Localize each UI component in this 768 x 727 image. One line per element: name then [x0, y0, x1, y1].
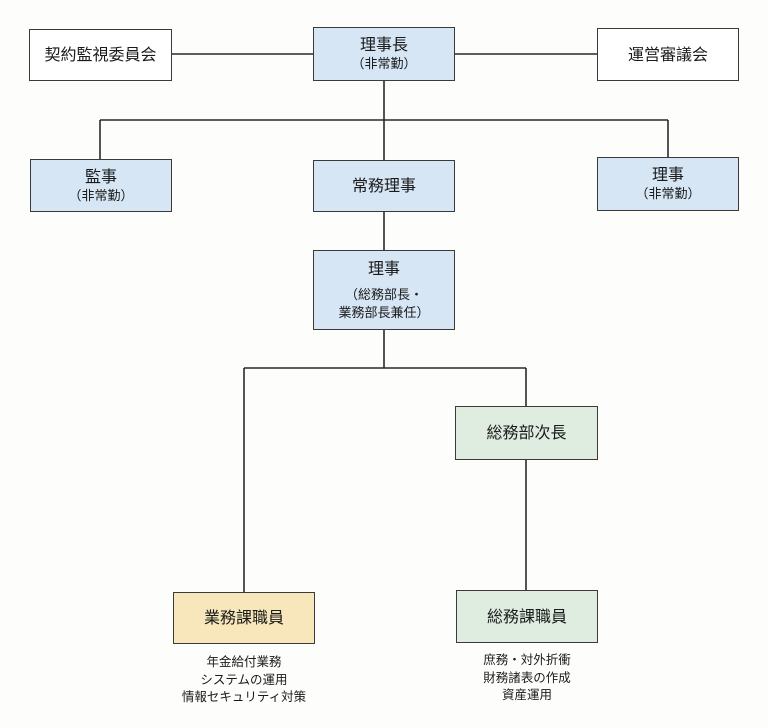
kanji-box: 監事 （非常勤）: [30, 159, 172, 212]
riji-kenmu-sublabel-2: 業務部長兼任）: [338, 305, 430, 321]
somu-duty-1: 庶務・対外折衝: [483, 652, 571, 667]
somu-duty-2: 財務諸表の作成: [483, 669, 571, 685]
riji-hijokin-box: 理事 （非常勤）: [597, 157, 739, 211]
rijicho-box: 理事長 （非常勤）: [313, 27, 455, 81]
gyomu-duties-note: 年金給付業務 システムの運用 情報セキュリティ対策: [164, 653, 324, 706]
riji-kenmu-label: 理事: [367, 258, 400, 278]
somu-duties-note: 庶務・対外折衝 財務諸表の作成 資産運用: [447, 651, 607, 704]
gyomu-ka-shokuin-box: 業務課職員: [173, 592, 315, 644]
somu-duty-3: 資産運用: [501, 687, 552, 702]
gyomu-ka-shokuin-label: 業務課職員: [203, 608, 284, 628]
gyomu-duty-2: システムの運用: [200, 671, 288, 687]
kanji-sublabel: （非常勤）: [68, 188, 134, 204]
somu-bu-jicho-box: 総務部次長: [455, 406, 598, 460]
rijicho-label: 理事長: [359, 35, 408, 55]
unei-shingikai-label: 運営審議会: [627, 44, 708, 64]
keiyaku-kanshi-iinkai-box: 契約監視委員会: [29, 29, 172, 81]
gyomu-duty-1: 年金給付業務: [206, 654, 282, 669]
somu-bu-jicho-label: 総務部次長: [486, 423, 567, 443]
jomu-riji-box: 常務理事: [313, 160, 455, 212]
riji-kenmu-sublabel-1: （総務部長・: [344, 288, 423, 304]
somu-ka-shokuin-box: 総務課職員: [456, 590, 598, 643]
rijicho-sublabel: （非常勤）: [351, 57, 417, 73]
riji-hijokin-label: 理事: [651, 165, 684, 185]
somu-ka-shokuin-label: 総務課職員: [486, 606, 567, 626]
keiyaku-kanshi-iinkai-label: 契約監視委員会: [44, 45, 157, 65]
jomu-riji-label: 常務理事: [351, 176, 416, 196]
riji-kenmu-box: 理事 （総務部長・ 業務部長兼任）: [313, 250, 455, 330]
kanji-label: 監事: [84, 166, 117, 186]
riji-hijokin-sublabel: （非常勤）: [635, 187, 701, 203]
gyomu-duty-3: 情報セキュリティ対策: [181, 689, 307, 704]
unei-shingikai-box: 運営審議会: [597, 28, 739, 81]
